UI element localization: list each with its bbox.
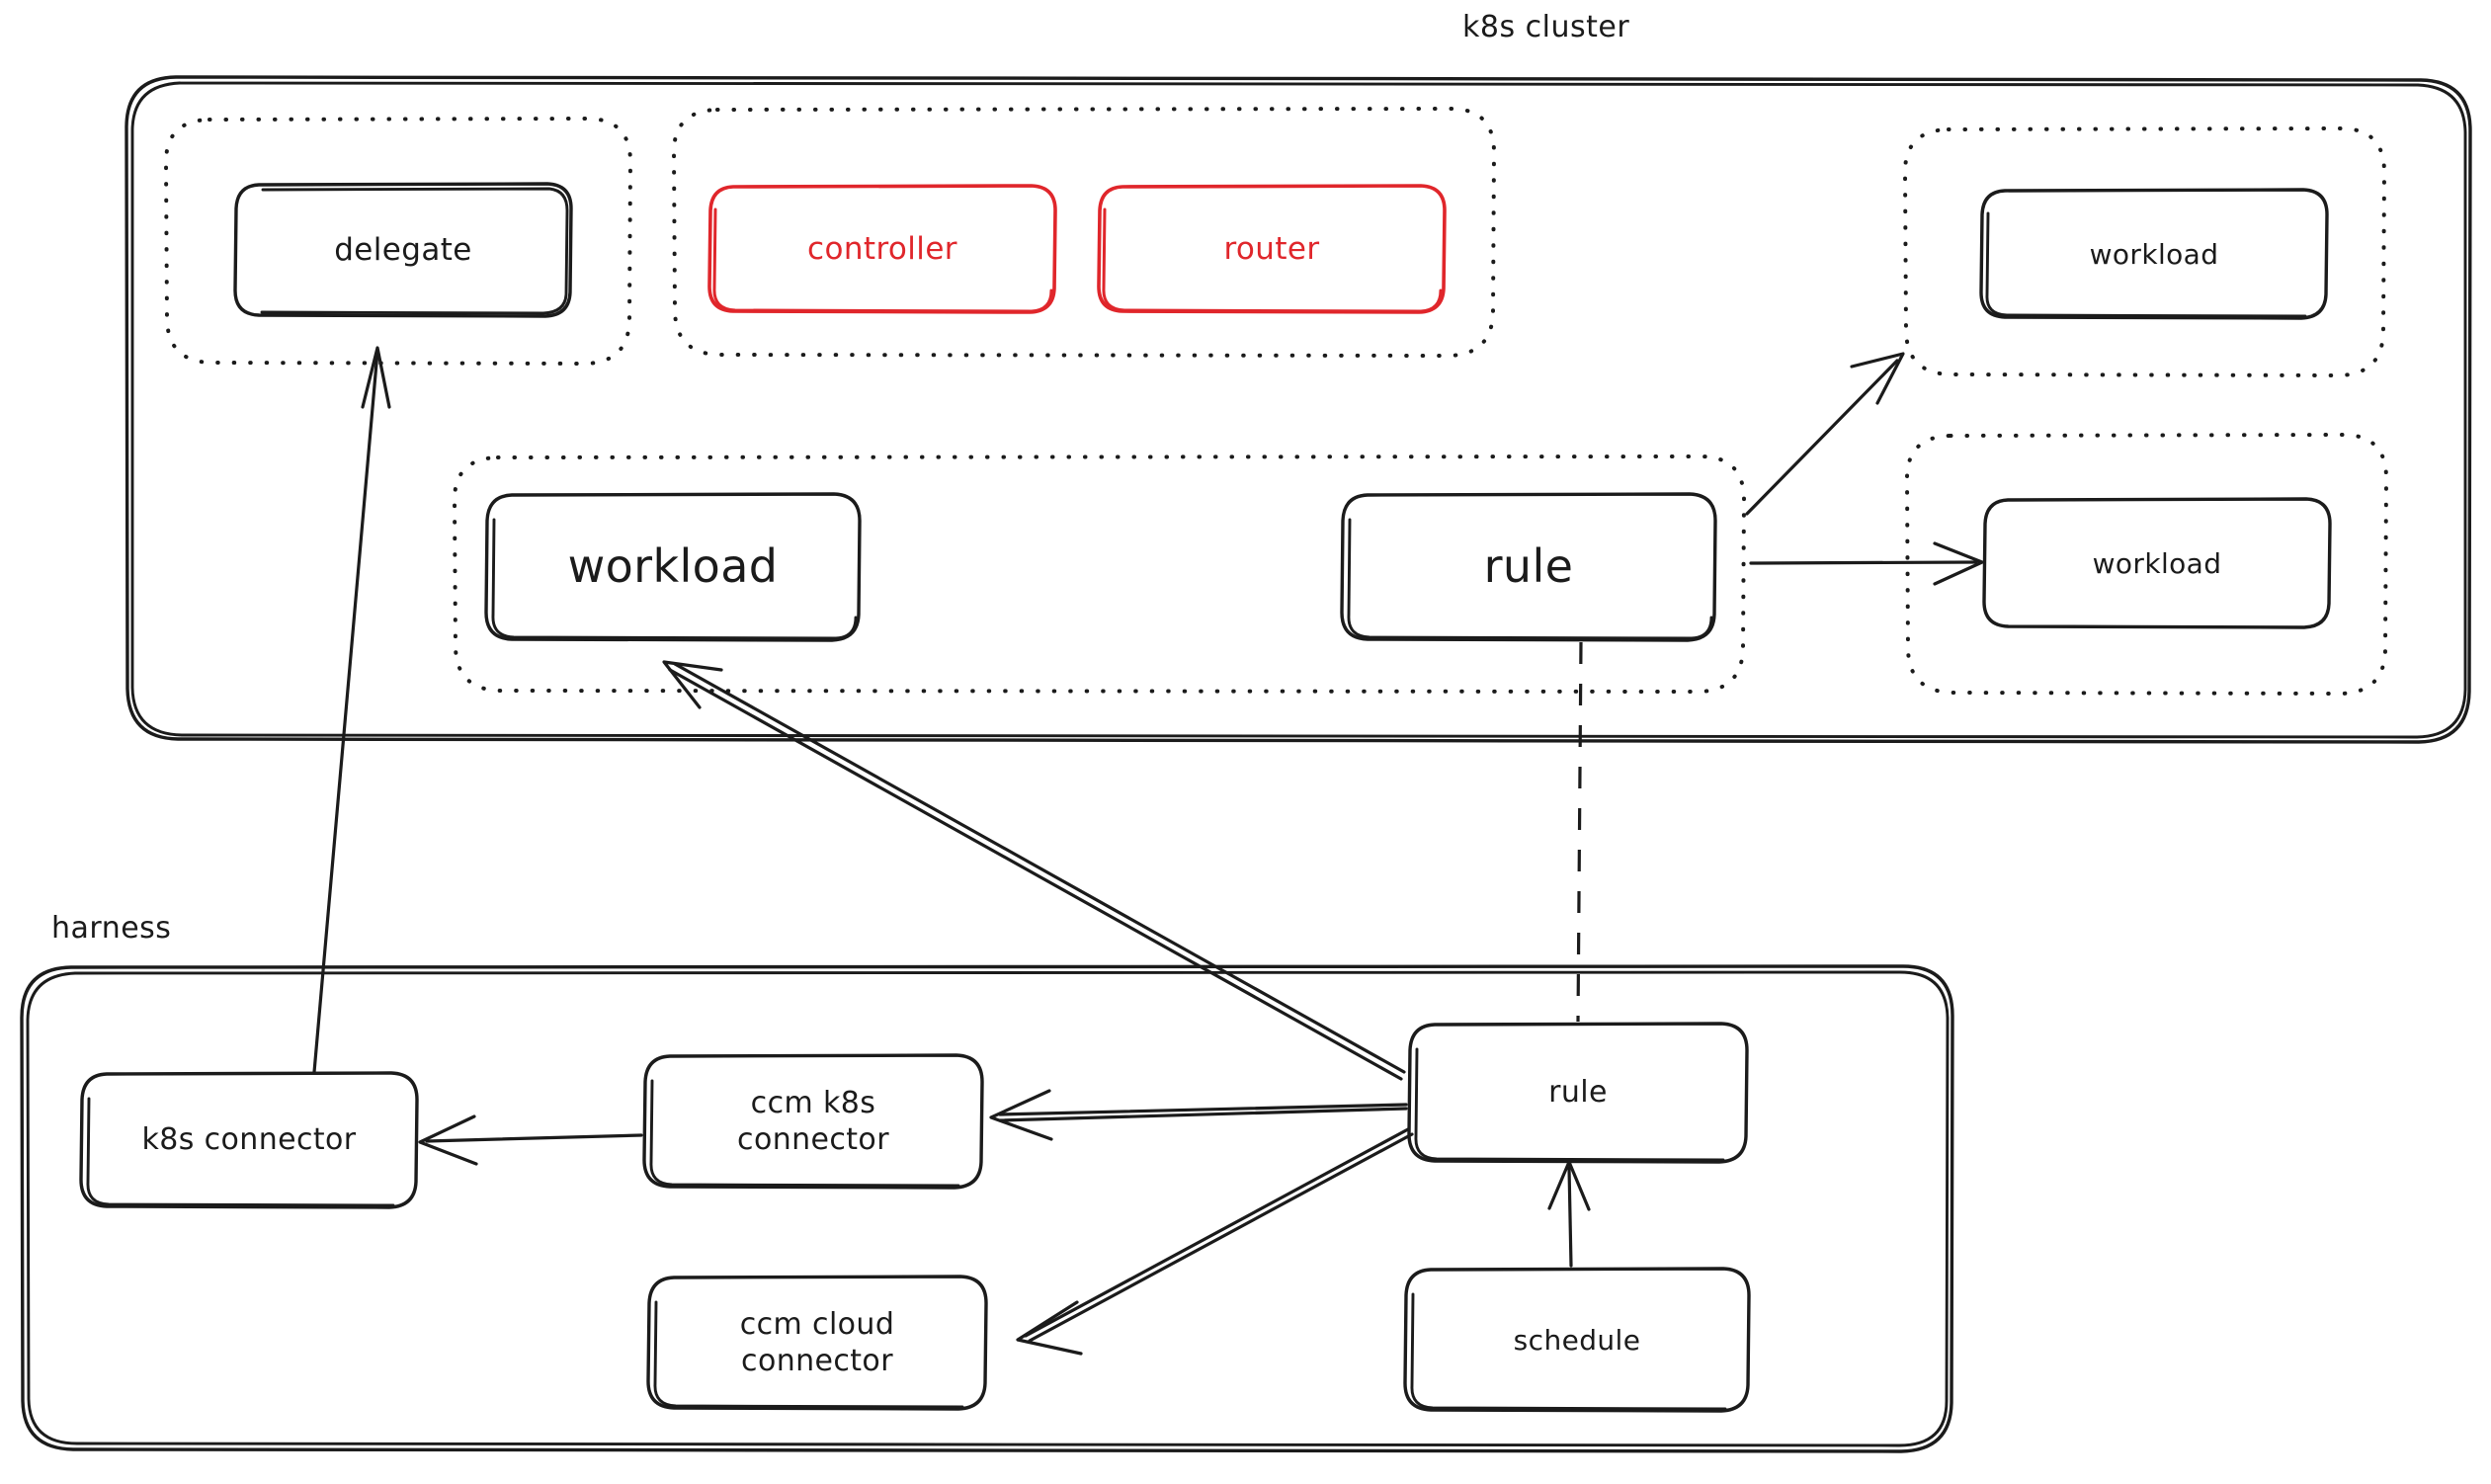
node-schedule[interactable] <box>1405 1269 1749 1411</box>
node-schedule-shape[interactable] <box>1403 1267 1751 1413</box>
node-router[interactable] <box>1099 186 1445 312</box>
node-delegate[interactable] <box>235 184 571 316</box>
edge-rule-harness-to-ccm-k8s <box>989 1089 1408 1141</box>
edge-schedule-to-rule-harness <box>1547 1160 1591 1268</box>
node-k8s-connector-shape[interactable] <box>79 1071 419 1209</box>
group-workload-bottom <box>1904 432 2389 697</box>
edge-ccm-k8s-to-k8s-connector <box>418 1114 643 1166</box>
node-router-shape[interactable] <box>1097 184 1447 314</box>
node-rule-harness-shape[interactable] <box>1407 1022 1749 1164</box>
frame-harness <box>20 964 1954 1453</box>
edge-rule-harness-to-ccm-cloud <box>1016 1127 1414 1356</box>
node-ccm-cloud-connector[interactable] <box>648 1277 986 1409</box>
frame-k8s-cluster <box>125 75 2472 744</box>
group-delegate <box>163 116 633 367</box>
node-workload-main[interactable] <box>486 494 860 640</box>
node-rule-cluster[interactable] <box>1342 494 1715 640</box>
node-ccm-k8s-connector[interactable] <box>644 1055 982 1188</box>
edge-rule-harness-to-workload-main <box>662 660 1406 1081</box>
edge-rule-cluster-to-rule-harness <box>1576 641 1583 1023</box>
node-controller[interactable] <box>709 186 1055 312</box>
node-ccm-cloud-connector-shape[interactable] <box>646 1275 988 1411</box>
frame-caption-k8s-cluster: k8s cluster <box>1462 10 1630 44</box>
node-k8s-connector[interactable] <box>81 1073 417 1207</box>
node-workload-main-shape[interactable] <box>484 492 862 642</box>
node-ccm-k8s-connector-shape[interactable] <box>642 1053 984 1190</box>
edge-rule-cluster-to-workload-bottom-right <box>1749 541 1984 586</box>
edge-k8s-connector-to-delegate <box>312 346 391 1074</box>
node-delegate-shape[interactable] <box>233 182 573 318</box>
edge-rule-cluster-to-workload-top-right <box>1745 352 1905 516</box>
node-workload-top-right[interactable] <box>1981 190 2327 318</box>
frame-caption-harness: harness <box>51 911 172 946</box>
node-workload-bottom-right-shape[interactable] <box>1982 497 2332 629</box>
node-workload-top-right-shape[interactable] <box>1979 188 2329 320</box>
node-controller-shape[interactable] <box>707 184 1057 314</box>
node-workload-bottom-right[interactable] <box>1984 499 2330 627</box>
node-rule-harness[interactable] <box>1409 1024 1747 1162</box>
node-rule-cluster-shape[interactable] <box>1340 492 1717 642</box>
